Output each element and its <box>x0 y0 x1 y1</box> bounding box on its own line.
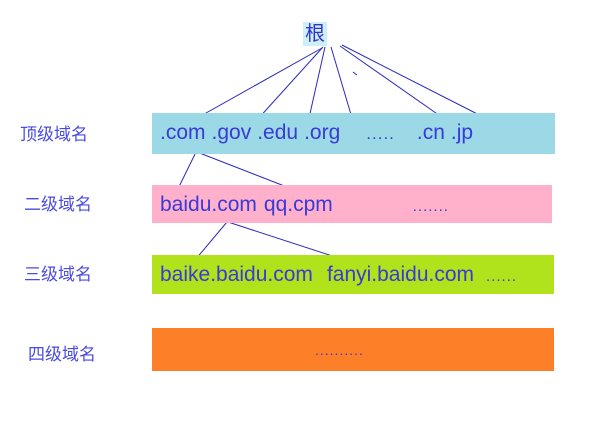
second-level-bar <box>152 185 552 223</box>
edge-root-to-gov <box>256 46 324 121</box>
tld-item-edu: .edu <box>257 121 299 144</box>
tld-item-gov: .gov <box>211 121 252 144</box>
second-ellipsis: ....... <box>412 198 449 215</box>
tld-item-jp: .jp <box>450 121 474 144</box>
stray-tick <box>352 71 358 76</box>
tld-item-org: .org <box>304 121 341 144</box>
third-level-bar-text: baike.baidu.com fanyi.baidu.com...... <box>160 261 517 291</box>
tld-bar-text: .com.gov.edu.org..... .cn.jp <box>160 118 473 149</box>
tld-item-cn: .cn <box>416 121 445 144</box>
edge-root-to-org <box>330 46 353 119</box>
row-label-third: 三级域名 <box>24 265 92 284</box>
fourth-level-bar <box>152 328 554 371</box>
tld-bar <box>152 113 555 154</box>
third-ellipsis: ...... <box>486 268 518 285</box>
row-label-fourth: 四级域名 <box>28 345 96 364</box>
root-node: 根 <box>303 22 327 46</box>
tld-item-com: .com <box>160 121 206 144</box>
fourth-ellipsis: .......... <box>315 342 364 358</box>
tld-ellipsis: ..... <box>366 124 395 143</box>
third-item-baike: baike.baidu.com <box>160 263 313 286</box>
edge-root-to-com <box>189 47 323 123</box>
second-item-baidu: baidu.com <box>160 193 257 216</box>
second-level-bar-text: baidu.com qq.cpm....... <box>160 191 449 221</box>
third-level-bar <box>152 255 554 294</box>
edge-root-to-edu <box>308 46 326 119</box>
second-item-qq: qq.cpm <box>263 193 333 216</box>
row-label-second: 二级域名 <box>24 195 92 214</box>
row-label-tld: 顶级域名 <box>20 125 88 144</box>
third-item-fanyi: fanyi.baidu.com <box>326 263 475 286</box>
